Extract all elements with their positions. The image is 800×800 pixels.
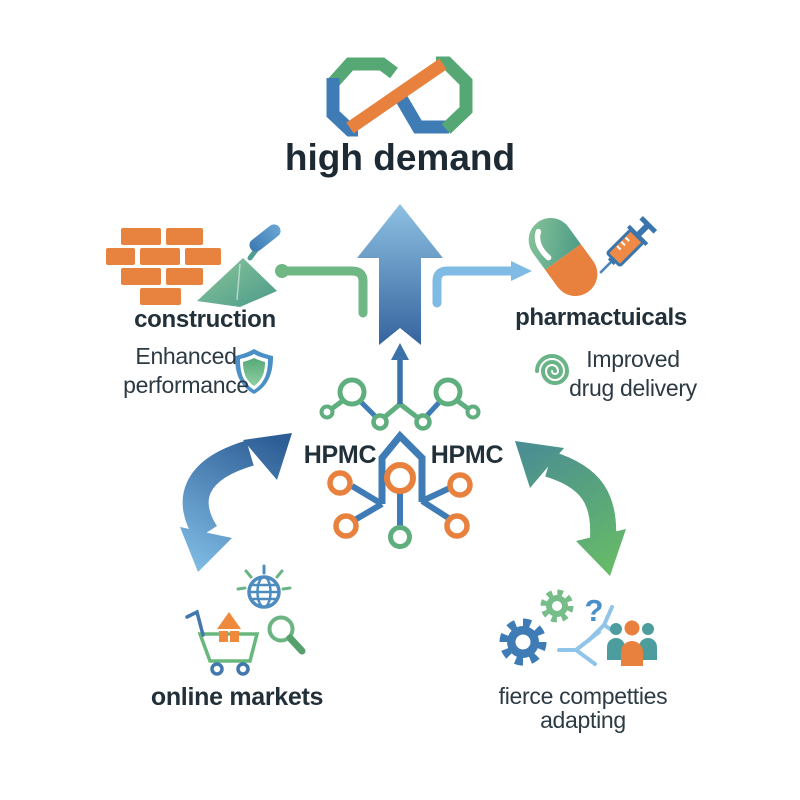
construction-connector-line: [275, 264, 368, 318]
branch-icon: [557, 605, 615, 666]
gear-icon: [499, 618, 547, 666]
spiral-icon: [535, 354, 570, 385]
syringe-icon: [599, 215, 658, 274]
people-icon: [607, 620, 657, 666]
question-mark: ?: [584, 593, 604, 628]
molecule-top-icon: [319, 377, 481, 431]
brick-wall-icon: [106, 228, 221, 305]
trowel-icon: [197, 224, 281, 307]
gear-small-icon: [540, 589, 574, 623]
online-markets-label: online markets: [150, 683, 324, 711]
demand-up-arrow-icon: [357, 204, 443, 345]
infinity-loop-logo-icon: [326, 56, 473, 137]
right-curved-arrow-icon: [515, 441, 626, 576]
pharma-connector-arrow: [432, 261, 532, 308]
hpmc-label-right: HPMC: [430, 441, 504, 469]
globe-icon: [236, 564, 292, 609]
construction-label: construction: [134, 306, 276, 333]
small-up-arrow-icon: [391, 343, 409, 404]
pharma-label: pharmactuicals: [515, 304, 687, 331]
page-title: high demand: [284, 137, 516, 178]
capsule-icon: [528, 218, 598, 296]
house-icon: [217, 612, 241, 642]
left-curved-arrow-icon: [180, 433, 292, 572]
hpmc-label-left: HPMC: [303, 441, 377, 469]
magnifier-icon: [267, 615, 306, 655]
shield-icon: [235, 349, 273, 394]
molecule-bottom-icon: [327, 430, 473, 549]
shopping-cart-icon: [185, 609, 260, 676]
